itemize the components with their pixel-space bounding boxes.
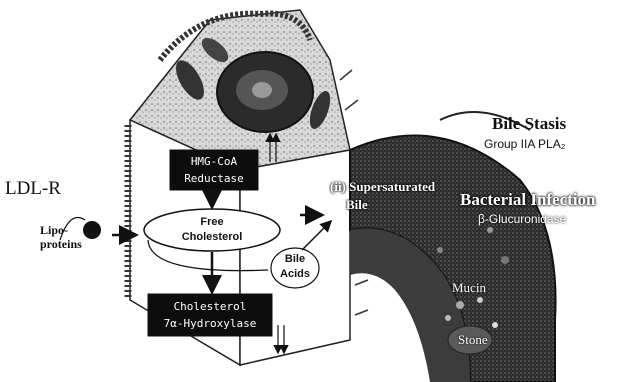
bile-acids-line2: Acids	[272, 267, 318, 282]
lipoprotein-particle	[83, 221, 101, 239]
stone-label: Stone	[458, 332, 488, 348]
bile-stasis-label: Bile Stasis	[492, 114, 566, 134]
lipoproteins-line1: Lipo-	[40, 223, 82, 237]
bacterial-infection-label: Bacterial Infection	[460, 190, 596, 210]
free-cholesterol-label: Free Cholesterol	[152, 215, 272, 245]
hmg-label: HMG-CoA Reductase	[170, 153, 258, 187]
hydroxylase-line2: 7α-Hydroxylase	[148, 315, 272, 332]
bile-duct-wall	[350, 112, 556, 382]
bile-acids-line1: Bile	[272, 252, 318, 267]
bile-acids-label: Bile Acids	[272, 252, 318, 282]
mucin-label: Mucin	[452, 280, 486, 296]
supersaturated-bile-label: (ii) Supersaturated Bile	[330, 178, 435, 214]
hydroxylase-line1: Cholesterol	[148, 298, 272, 315]
supersaturated-line1: (ii) Supersaturated	[330, 178, 435, 196]
lipoproteins-line2: proteins	[40, 237, 82, 251]
glucuronidase-label: β-Glucuronidase	[478, 212, 566, 226]
free-chol-line2: Cholesterol	[152, 230, 272, 245]
hmg-line1: HMG-CoA	[170, 153, 258, 170]
hmg-line2: Reductase	[170, 170, 258, 187]
group-pla2-label: Group IIA PLA₂	[484, 137, 565, 151]
hydroxylase-label: Cholesterol 7α-Hydroxylase	[148, 298, 272, 332]
ldl-r-label: LDL-R	[5, 178, 61, 200]
lipoproteins-label: Lipo- proteins	[40, 223, 82, 251]
supersaturated-line2: Bile	[330, 196, 435, 214]
free-chol-line1: Free	[152, 215, 272, 230]
